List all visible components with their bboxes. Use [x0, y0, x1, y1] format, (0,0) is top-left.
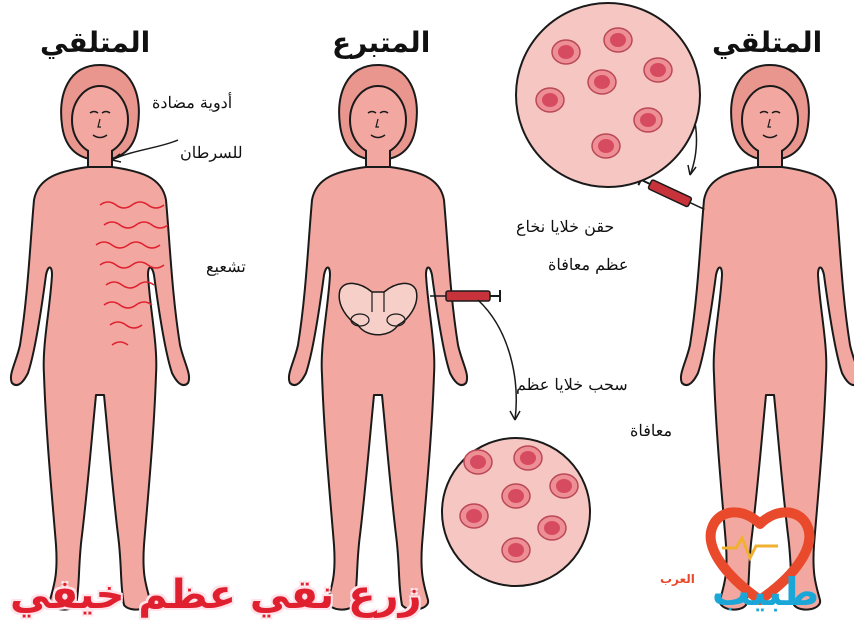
label-inject-2: عظم معافاة [548, 252, 628, 278]
brand-name: طبيب [712, 570, 819, 614]
cells-circle-bottom [442, 438, 590, 586]
label-withdraw-2: معافاة [630, 418, 672, 444]
brand-sub: العرب [660, 572, 695, 586]
label-drugs-1: أدوية مضادة [152, 90, 232, 116]
label-inject-1: حقن خلايا نخاع [516, 214, 614, 240]
title-donor: المتبرع [332, 26, 430, 59]
title-left-recipient: المتلقي [40, 26, 150, 59]
withdraw-arrow [478, 300, 516, 420]
title-right-recipient: المتلقي [712, 26, 822, 59]
cells-circle-top [516, 3, 700, 187]
footer-caption: زرع نقي عظم خيفي [10, 572, 422, 618]
label-drugs-2: للسرطان [180, 140, 243, 166]
label-withdraw-1: سحب خلايا عظم [516, 372, 628, 398]
left-recipient-figure [11, 65, 189, 610]
recipient-syringe [638, 174, 707, 214]
label-radiation: تشعيع [206, 254, 246, 280]
